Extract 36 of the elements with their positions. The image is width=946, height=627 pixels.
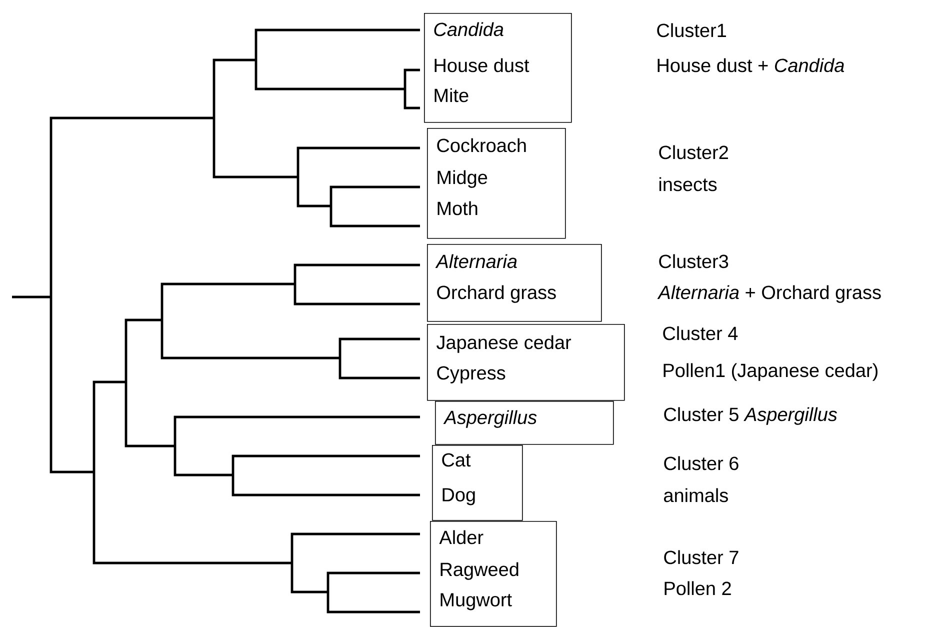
item-label: Ragweed [440, 562, 518, 580]
cluster-box [427, 128, 566, 239]
cluster-box [430, 521, 557, 627]
item-label: Mugwort [440, 593, 512, 610]
cluster-box [424, 13, 572, 123]
item-label: Candida [434, 22, 504, 36]
cluster-label: Cluster1 [657, 23, 726, 38]
item-label: Alder [439, 530, 484, 544]
item-label: Alternaria [435, 254, 517, 268]
cluster-label: animals [664, 488, 728, 502]
item-label: Cockroach [437, 138, 526, 152]
item-label: Orchard grass [437, 285, 556, 303]
cluster-label: Pollen 2 [664, 581, 731, 596]
cluster-label: Pollen1 (Japanese cedar) [664, 363, 878, 381]
item-label: Cypress [437, 366, 506, 384]
item-label: Cat [442, 453, 471, 467]
cluster-box [427, 244, 602, 322]
cluster-label: Cluster 5 Aspergillus [664, 407, 838, 425]
cluster-box [427, 324, 625, 401]
cluster-box [432, 445, 523, 521]
item-label: Midge [438, 170, 488, 188]
cluster-label: Cluster2 [659, 145, 728, 160]
item-label: Mite [434, 88, 468, 102]
cluster-label: Cluster 4 [663, 326, 738, 340]
cluster-label: insects [659, 177, 717, 192]
item-label: Dog [442, 488, 475, 506]
cluster-label: Cluster3 [659, 254, 728, 268]
item-label: Aspergillus [443, 410, 537, 428]
item-label: Moth [438, 201, 478, 216]
item-label: Japanese cedar [436, 335, 572, 353]
item-label: House dust [434, 58, 530, 72]
cluster-box [435, 401, 614, 445]
cluster-label: House dust + Candida [658, 58, 844, 72]
cluster-label: Cluster 6 [664, 456, 738, 470]
cluster-label: Cluster 7 [664, 550, 738, 564]
cluster-label: Alternaria + Orchard grass [657, 285, 881, 303]
